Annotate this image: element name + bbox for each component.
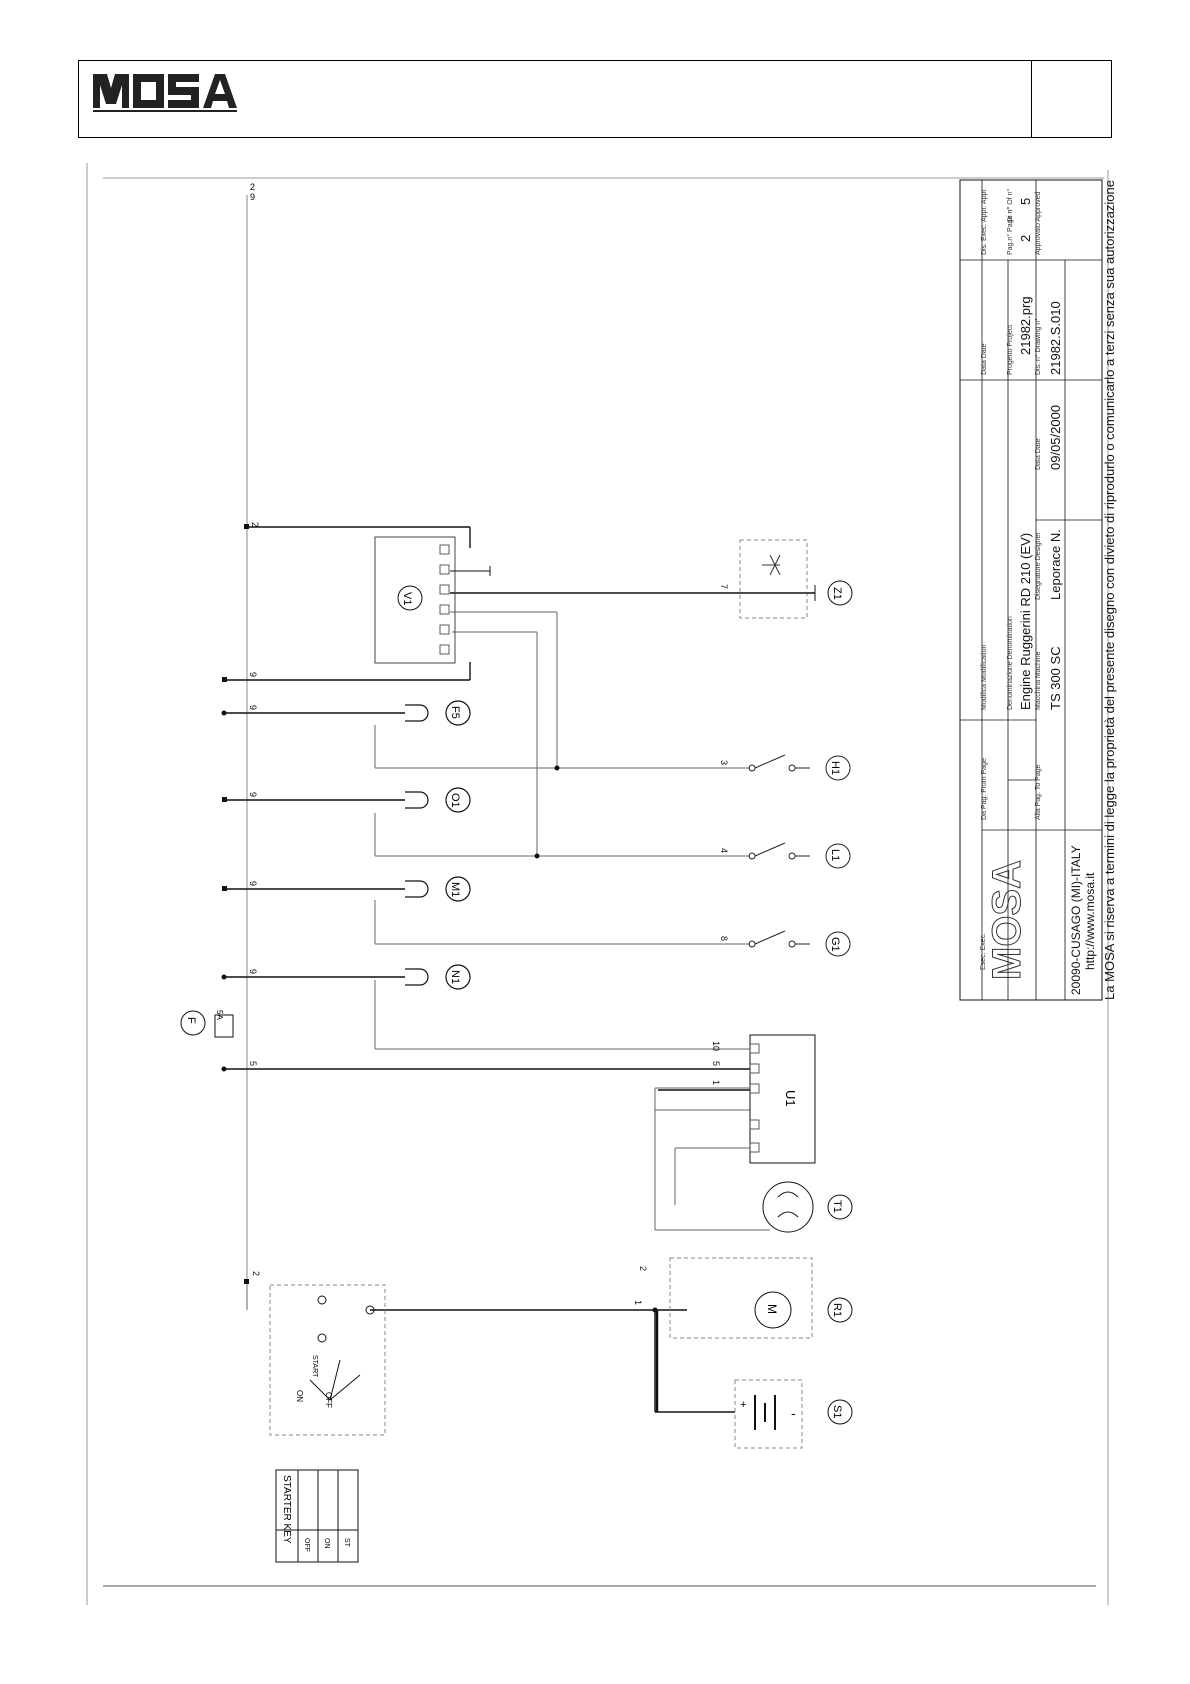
denomination-value: Engine Ruggerini RD 210 (EV) <box>1018 533 1033 710</box>
page-total-label: Di n° Of n° <box>1006 189 1014 222</box>
project-value: 21982.prg <box>1018 296 1033 355</box>
starter-key-title: STARTER KEY <box>281 1475 292 1544</box>
indicator-lamps <box>405 700 471 990</box>
page-header <box>78 60 1112 138</box>
component-label-m1: M1 <box>449 882 461 897</box>
wire-label: 9 <box>248 881 258 886</box>
wire-label: 5 <box>248 1061 258 1066</box>
component-label-g1: G1 <box>829 937 841 952</box>
wire-label: 10 <box>711 1041 721 1051</box>
copyright-notice-line: La MOSA si riserva a termini di legge la… <box>1102 180 1117 1000</box>
page-total-value: 5 <box>1018 198 1033 205</box>
starter-motor-r1: M R1 <box>669 1257 853 1339</box>
drawing-no-value: 21982.S.010 <box>1048 301 1063 375</box>
battery-minus: - <box>791 1405 796 1421</box>
wire-label: 9 <box>250 192 255 202</box>
wires <box>225 526 750 1070</box>
date-value: 09/05/2000 <box>1048 405 1063 470</box>
designer-value: Leporace N. <box>1048 529 1063 600</box>
wire-label: 3 <box>719 760 729 765</box>
key-position-start: START <box>311 1355 318 1378</box>
solenoid-z1: Z1 <box>739 539 853 619</box>
component-label-f: F <box>185 1017 197 1024</box>
key-position-off: OFF <box>324 1392 333 1408</box>
title-block: Esec. Exec. Da Pag. From Page Alla Pag. … <box>959 179 1103 1001</box>
mosa-logo <box>93 74 237 112</box>
component-label-n1: N1 <box>449 970 461 984</box>
component-label-r1: R1 <box>831 1303 843 1317</box>
modification-label: Modifica Modification <box>981 645 988 710</box>
component-label-l1: L1 <box>829 849 841 861</box>
wire-label: 9 <box>248 969 258 974</box>
rev-label: Esec. Exec. <box>980 933 987 970</box>
motor-symbol: M <box>765 1304 779 1314</box>
project-label: Progetto Project <box>1007 325 1014 375</box>
wire-label: 8 <box>719 936 729 941</box>
designer-label: Disegnatore Designer <box>1035 532 1042 600</box>
wire-label: 9 <box>248 672 258 677</box>
battery-s1: + - S1 <box>734 1379 853 1449</box>
component-label-u1: U1 <box>783 1090 798 1107</box>
approved-label: Approvato Approved <box>1035 191 1042 255</box>
company-url: http://www.mosa.it <box>1083 872 1097 970</box>
wire-label: 4 <box>719 848 729 853</box>
starter-key-switch: ON OFF START <box>269 1284 386 1436</box>
key-row-off: OFF <box>303 1538 310 1552</box>
page-no-label: Pag.n° Page n° <box>1006 207 1014 255</box>
sensor-switches <box>748 754 851 957</box>
alternator-t1: T1 <box>762 1181 853 1233</box>
data-label: Data Date <box>981 343 988 375</box>
key-row-st: ST <box>343 1538 350 1548</box>
battery-plus: + <box>740 1399 746 1411</box>
mosa-logo-title-block: MOSA <box>985 860 1030 981</box>
key-row-on: ON <box>323 1538 330 1549</box>
wire-label: 2 <box>250 522 260 527</box>
drawing-no-label: Dis. n° Drawing n° <box>1034 318 1042 375</box>
component-label-f5: F5 <box>449 706 461 719</box>
starter-key-table: STARTER KEY OFF ON ST <box>275 1469 359 1563</box>
wire-label: 9 <box>248 792 258 797</box>
header-divider <box>1031 61 1032 137</box>
key-position-on: ON <box>295 1390 304 1402</box>
to-page-label: Alla Pag. To Page <box>1035 764 1042 820</box>
component-label-v1: V1 <box>401 592 413 605</box>
fuse-f: F 5A <box>180 1010 234 1038</box>
component-label-s1: S1 <box>831 1405 843 1418</box>
component-label-h1: H1 <box>829 761 841 775</box>
v1-label-circle <box>397 585 423 611</box>
wire-label: 2 <box>638 1266 648 1271</box>
wire-label: 2 <box>251 1271 261 1276</box>
logo-text-outline: MOSA <box>985 860 1029 980</box>
component-label-t1: T1 <box>831 1200 843 1213</box>
machine-value: TS 300 SC <box>1048 646 1063 710</box>
page-value: 2 <box>1018 235 1033 242</box>
denomination-label: Denominazione Denomination <box>1007 616 1014 710</box>
wire-label: 1 <box>633 1300 643 1305</box>
relay-v1: V1 <box>374 536 491 664</box>
wire-label: 2 <box>250 182 255 192</box>
company-address: 20090-CUSAGO (MI)-ITALY <box>1069 845 1083 995</box>
component-label-o1: O1 <box>449 793 461 808</box>
component-label-z1: Z1 <box>831 587 843 600</box>
regulator-u1: U1 <box>749 1034 816 1164</box>
on-page-label: Da Pag. From Page <box>981 758 988 820</box>
fuse-rating: 5A <box>215 1010 224 1020</box>
wire-label: 7 <box>719 584 729 589</box>
wire-label: 1 <box>711 1080 721 1085</box>
machine-label: Macchina Machine <box>1035 652 1042 710</box>
wire-label: 9 <box>248 705 258 710</box>
dis-label: Dis. Exec. <box>981 223 988 255</box>
date-label: Data Date <box>1035 438 1042 470</box>
approval-label: Appr. Appr. <box>981 188 988 222</box>
wire-label: 5 <box>711 1061 721 1066</box>
